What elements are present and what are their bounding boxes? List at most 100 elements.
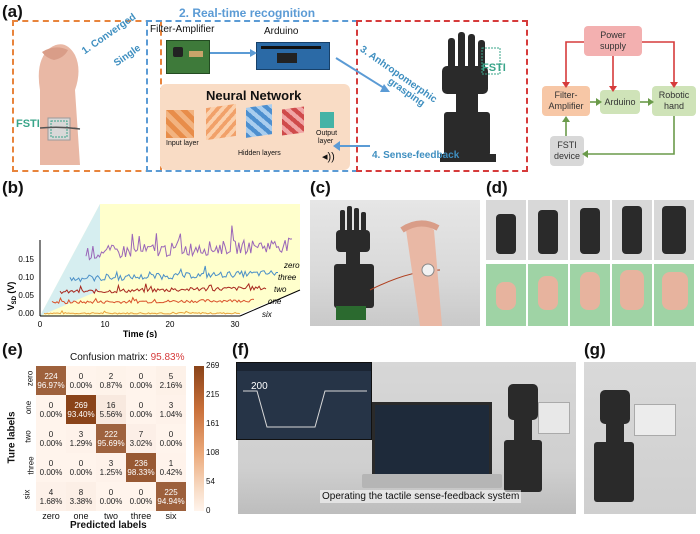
robotic-hand-photo-a [430, 28, 510, 168]
confusion-cell-count: 4 [48, 487, 54, 497]
confusion-cell-percent: 0.00% [129, 409, 153, 419]
series-label-zero: zero [283, 261, 300, 270]
nn-hidden-layers-label: Hidden layers [238, 150, 281, 157]
panel-label-a: (a) [2, 2, 23, 21]
y-tick-0: 0.15 [18, 255, 34, 264]
confusion-cell-count: 0 [138, 371, 144, 381]
plot-side-wall [40, 204, 100, 316]
confusion-cell-percent: 0.87% [99, 380, 123, 390]
confusion-cell-percent: 0.42% [159, 467, 183, 477]
flow-filter-amp-label-1: Filter- [554, 90, 578, 100]
confusion-cell-count: 224 [44, 371, 58, 381]
series-line-six [43, 309, 241, 315]
confusion-cell-percent: 3.38% [69, 496, 93, 506]
x-axis-label: Time (s) [123, 329, 157, 338]
confusion-cell-count: 3 [108, 458, 114, 468]
confusion-cell-count: 236 [134, 458, 148, 468]
step2-label: 2. Real-time recognition [176, 6, 319, 20]
step4-arrow [333, 141, 370, 151]
confusion-title-text: Confusion matrix: [70, 352, 151, 363]
power-supply-label-2: supply [599, 41, 626, 51]
confusion-y-tick-three: three [26, 456, 36, 475]
y-tick-3: 0.00 [18, 309, 34, 318]
series-label-one: one [268, 297, 282, 306]
confusion-cell-percent: 3.02% [129, 438, 153, 448]
confusion-y-tick-one: one [24, 400, 34, 415]
confusion-cell-percent: 1.04% [159, 409, 183, 419]
confusion-cell-percent: 5.56% [99, 409, 123, 419]
confusion-cell-count: 7 [138, 429, 144, 439]
confusion-cell-percent: 0.00% [129, 496, 153, 506]
arduino-label: Arduino [264, 26, 299, 37]
confusion-cell-count: 0 [48, 458, 54, 468]
flow-arduino-label: Arduino [604, 96, 636, 107]
confusion-y-tick-two: two [23, 430, 33, 443]
confusion-x-tick-one: one [73, 511, 89, 521]
confusion-cell-percent: 96.97% [37, 380, 65, 390]
confusion-cell-percent: 94.94% [157, 496, 185, 506]
robotic-hand-wrist-photo-c [310, 200, 480, 326]
wrist-photo [20, 30, 95, 165]
y-axis-label-main: V [6, 304, 16, 310]
confusion-x-tick-three: three [130, 511, 152, 521]
gesture-robot-3 [570, 200, 610, 260]
laptop-screen [372, 402, 492, 478]
confusion-cell-count: 5 [168, 371, 174, 381]
confusion-accuracy: 95.83% [150, 352, 185, 363]
x-tick-1: 10 [101, 320, 110, 329]
screen-toolbar [237, 363, 371, 371]
flow-arduino-box: Arduino [600, 90, 640, 114]
confusion-cell-percent: 1.68% [39, 496, 63, 506]
gesture-human-3 [570, 264, 610, 326]
arduino-board [256, 42, 330, 70]
confusion-cell-count: 222 [104, 429, 118, 439]
confusion-cell-percent: 0.00% [39, 438, 63, 448]
confusion-cell-count: 0 [48, 429, 54, 439]
panel-label-g: (g) [584, 340, 606, 359]
y-axis-label-unit: (V) [6, 282, 16, 297]
fsti-label-right: FSTI [482, 62, 506, 74]
confusion-cell-percent: 93.40% [67, 409, 95, 419]
speaker-icon: ◂)) [322, 151, 335, 163]
gesture-human-4 [612, 264, 652, 326]
filter-to-arduino-arrow [210, 49, 257, 57]
gesture-robot-4 [612, 200, 652, 260]
confusion-cell-count: 0 [168, 429, 174, 439]
panel-label-c: (c) [310, 178, 331, 197]
confusion-y-axis-label: Ture labels [6, 411, 18, 464]
gesture-human-2 [528, 264, 568, 326]
screen-value: 200 [251, 381, 268, 392]
flow-filter-amp-box: Filter-Amplifier [542, 86, 590, 116]
series-line-two [59, 282, 267, 295]
x-tick-3: 30 [231, 320, 240, 329]
confusion-cell-percent: 0.00% [129, 380, 153, 390]
nn-output-layer [320, 112, 334, 128]
colorbar-tick-161: 161 [206, 419, 220, 428]
confusion-cell-count: 1 [168, 458, 174, 468]
series-line-zero [85, 225, 293, 261]
screen-inset: 200 [236, 362, 372, 440]
confusion-cell-percent: 0.00% [69, 467, 93, 477]
y-axis-label-sub: SD [12, 295, 18, 304]
y-axis-label: VSD (V) [6, 282, 18, 311]
y-tick-1: 0.10 [18, 273, 34, 282]
flowchart-arrows [562, 41, 678, 158]
confusion-cell-percent: 0.00% [159, 438, 183, 448]
gesture-robot-1 [486, 200, 526, 260]
